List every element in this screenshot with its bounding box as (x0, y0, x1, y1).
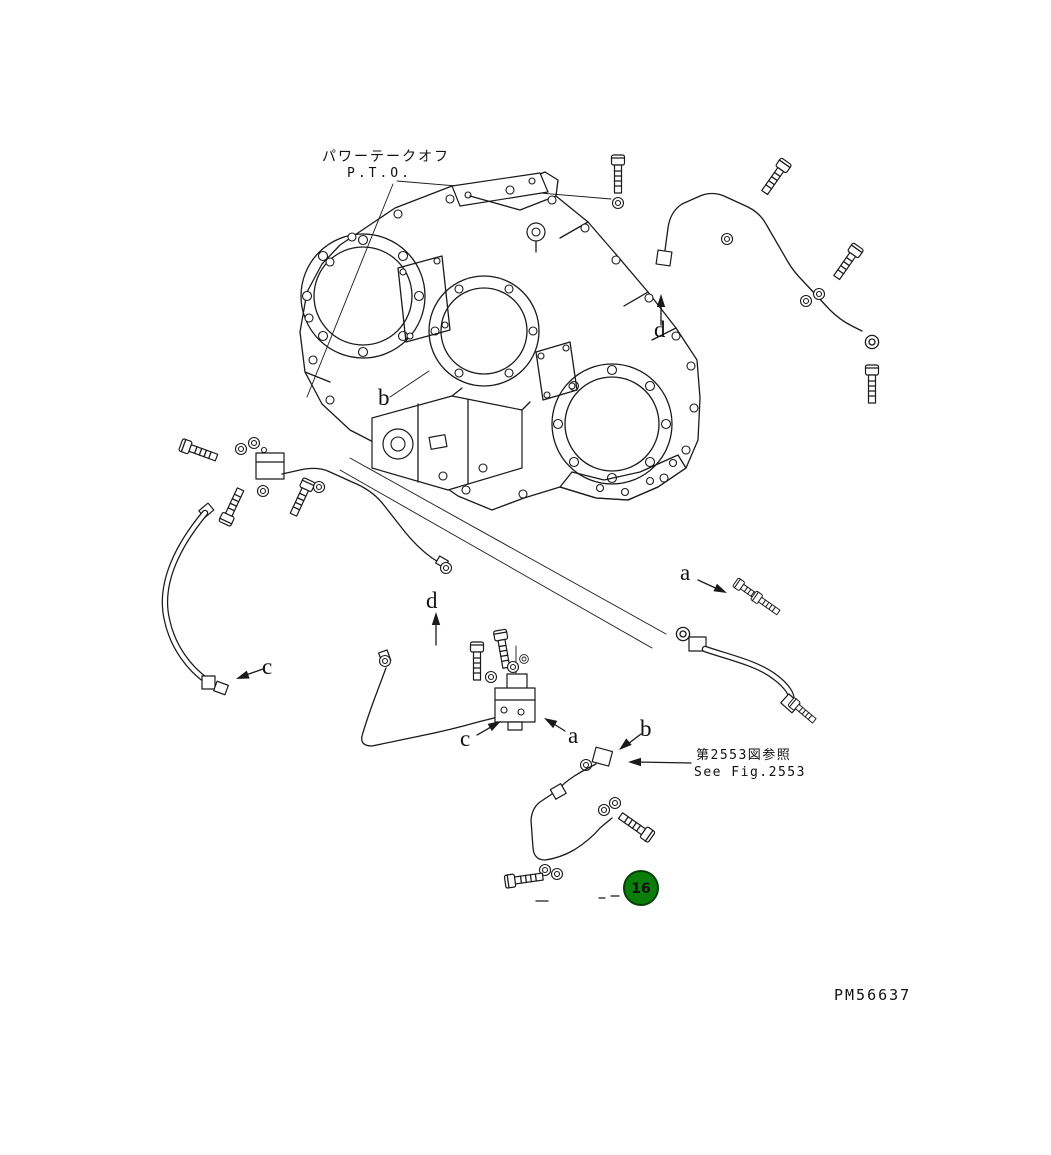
bottom-pipe-assembly (503, 746, 657, 902)
figure-reference-en[interactable]: See Fig.2553 (694, 765, 806, 780)
bolt-icon (616, 809, 657, 844)
center-manifold-assembly (469, 628, 536, 731)
washer-icon (597, 803, 611, 817)
washer-icon (234, 442, 248, 456)
washer-icon (608, 796, 622, 810)
callout-arrows (234, 294, 729, 767)
figure-reference[interactable]: 第2553図参照 See Fig.2553 (694, 747, 806, 780)
top-right-pipe-assembly (610, 154, 880, 404)
callout-c-mid: c (460, 726, 470, 751)
bolt-icon (177, 437, 220, 465)
washer-icon (506, 660, 520, 674)
right-hose-assembly (675, 577, 819, 726)
arrow-icon (431, 612, 441, 625)
washer-icon (378, 654, 392, 668)
washer-icon (519, 654, 529, 664)
washer-icon (247, 436, 261, 450)
callout-d-upper: d (654, 317, 666, 342)
washer-icon (439, 561, 453, 575)
arrow-icon (234, 670, 250, 683)
left-hose-assembly (161, 436, 453, 696)
badge-number[interactable]: 16 (631, 881, 650, 897)
figure-reference-jp[interactable]: 第2553図参照 (696, 747, 791, 763)
bolt-icon (469, 641, 485, 681)
callout-d-mid: d (426, 588, 438, 613)
arrow-icon (713, 583, 729, 597)
gear-case-housing (299, 171, 701, 511)
callout-b-upper: b (378, 385, 390, 410)
bolt-icon (610, 154, 626, 194)
washer-icon (611, 196, 625, 210)
badge-circle[interactable] (623, 870, 659, 906)
arrow-icon (616, 738, 632, 754)
callout-a-right: a (680, 560, 690, 585)
drawing-number: PM56637 (834, 986, 911, 1004)
arrow-icon (656, 294, 666, 307)
part-number-badge[interactable]: 16 (623, 870, 659, 906)
washer-icon (812, 287, 826, 301)
washer-icon (484, 670, 498, 684)
hydraulic-pump-assembly (371, 387, 531, 491)
washer-icon (720, 232, 734, 246)
bolt-icon (503, 869, 545, 889)
arrow-icon (541, 714, 558, 729)
title-pto: P.T.O. (347, 166, 412, 181)
bolt-icon (864, 364, 880, 404)
washer-icon (256, 484, 270, 498)
washer-icon (550, 867, 564, 881)
callout-b-mid: b (640, 716, 652, 741)
washer-icon (312, 480, 326, 494)
bolt-icon (286, 476, 317, 519)
mid-tube-assembly (361, 649, 503, 747)
washer-icon (675, 626, 691, 642)
washer-icon (799, 294, 813, 308)
bolt-icon (830, 241, 865, 282)
callout-a-mid: a (568, 723, 578, 748)
bolt-icon (758, 156, 793, 197)
bolt-icon (217, 485, 248, 528)
arrow-icon (628, 757, 641, 767)
bolt-icon (749, 590, 782, 618)
washer-icon (864, 334, 880, 350)
callout-c-left: c (262, 654, 272, 679)
title-japanese: パワーテークオフ (322, 149, 450, 165)
